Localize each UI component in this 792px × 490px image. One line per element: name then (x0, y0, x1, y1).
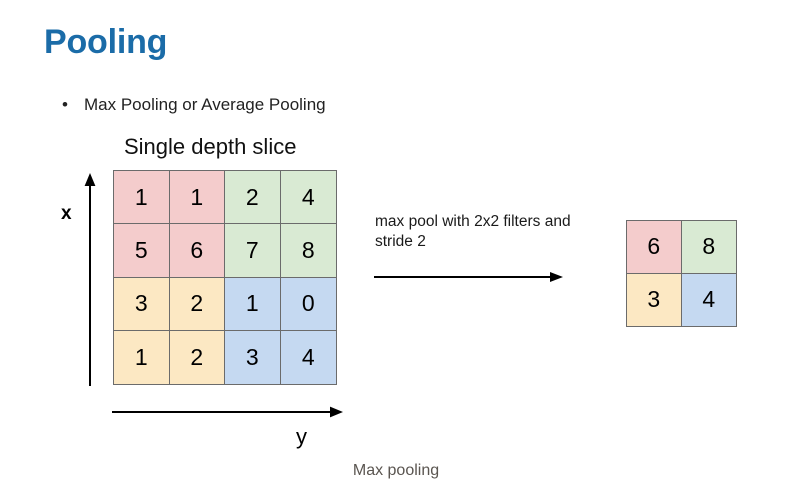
output-cell: 8 (681, 221, 736, 274)
input-cell: 3 (225, 330, 281, 384)
bullet-item-label: Max Pooling or Average Pooling (84, 95, 326, 114)
transform-annotation: max pool with 2x2 filters and stride 2 (375, 213, 571, 251)
output-cell: 3 (627, 273, 682, 326)
input-cell: 4 (280, 171, 336, 225)
input-cell: 2 (169, 277, 225, 331)
page-title: Pooling (44, 23, 168, 61)
figure-caption: Max pooling (352, 462, 440, 479)
input-cell: 1 (114, 171, 170, 225)
input-cell: 2 (169, 330, 225, 384)
x-axis-label: x (61, 203, 72, 224)
input-cell: 0 (280, 277, 336, 331)
output-cell: 6 (627, 221, 682, 274)
x-axis-arrow-icon (84, 173, 96, 386)
y-axis-label: y (296, 424, 307, 449)
input-cell: 2 (225, 171, 281, 225)
input-cell: 8 (280, 224, 336, 278)
transform-arrow-icon (374, 272, 563, 282)
input-cell: 7 (225, 224, 281, 278)
input-feature-map-grid: 1 1 2 4 5 6 7 8 3 2 1 0 1 2 3 4 (113, 170, 337, 385)
input-cell: 1 (114, 330, 170, 384)
output-cell: 4 (681, 273, 736, 326)
bullet-marker-icon: • (62, 95, 68, 114)
bullet-item: • Max Pooling or Average Pooling (62, 95, 326, 115)
input-cell: 6 (169, 224, 225, 278)
y-axis-arrow-icon (112, 406, 343, 418)
input-cell: 3 (114, 277, 170, 331)
input-cell: 1 (225, 277, 281, 331)
input-grid-heading: Single depth slice (124, 134, 297, 159)
input-cell: 1 (169, 171, 225, 225)
input-cell: 5 (114, 224, 170, 278)
output-feature-map-grid: 6 8 3 4 (626, 220, 737, 327)
input-cell: 4 (280, 330, 336, 384)
